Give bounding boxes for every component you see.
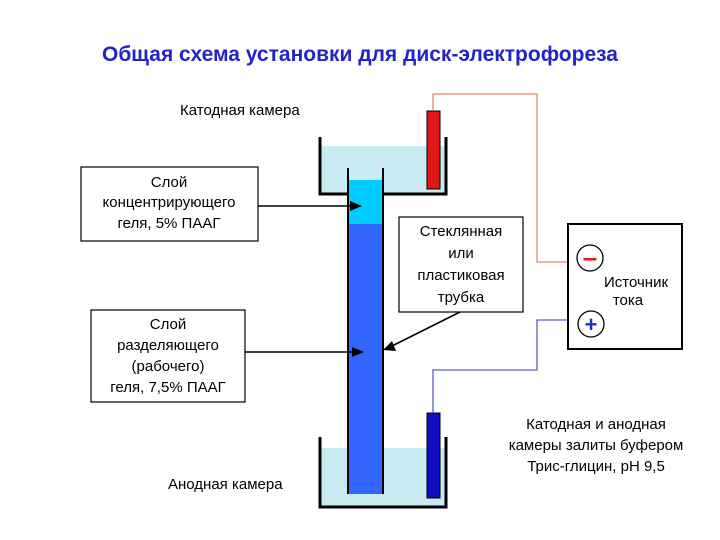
tube-label-box bbox=[398, 216, 524, 313]
resolving-gel-label-4: геля, 7,5% ПААГ bbox=[110, 379, 225, 396]
stacking-gel bbox=[349, 180, 382, 224]
tube-pointer bbox=[389, 311, 461, 348]
plus-sign: + bbox=[585, 312, 598, 337]
stacking-gel-arrowhead bbox=[350, 201, 362, 211]
stacking-gel-label-1: Слой bbox=[151, 174, 187, 191]
anode-wire bbox=[432, 319, 568, 413]
anode-chamber-label: Анодная камера bbox=[168, 476, 283, 493]
minus-terminal bbox=[576, 244, 604, 272]
tube-label-4: трубка bbox=[438, 289, 485, 306]
resolving-gel-arrowhead bbox=[352, 347, 364, 357]
buffer-note-line-1: Катодная и анодная bbox=[526, 416, 666, 433]
anode-electrode bbox=[426, 412, 441, 499]
power-source-label-1: Источник bbox=[604, 274, 668, 291]
resolving-gel-label-2: разделяющего bbox=[117, 337, 219, 354]
power-source: – + Источник тока bbox=[567, 223, 683, 350]
minus-sign: – bbox=[583, 242, 597, 272]
plus-terminal bbox=[577, 310, 605, 338]
cathode-chamber-label: Катодная камера bbox=[180, 102, 300, 119]
power-source-label-2: тока bbox=[613, 292, 644, 309]
resolving-gel-callout: Слой разделяющего (рабочего) геля, 7,5% … bbox=[90, 309, 364, 403]
tube-label-3: пластиковая bbox=[417, 267, 504, 284]
tube-arrowhead bbox=[383, 341, 396, 351]
stacking-gel-label-2: концентрирующего bbox=[103, 194, 236, 211]
resolving-gel-label-1: Слой bbox=[150, 316, 186, 333]
diagram-title: Общая схема установки для диск-электрофо… bbox=[102, 43, 618, 66]
cathode-electrode bbox=[426, 110, 441, 190]
cathode-wire bbox=[432, 93, 568, 263]
resolving-gel-label-3: (рабочего) bbox=[132, 358, 205, 375]
buffer-note-line-3: Трис-глицин, pH 9,5 bbox=[527, 458, 665, 475]
resolving-gel bbox=[349, 224, 382, 494]
stacking-gel-label-box bbox=[80, 166, 259, 242]
tube-label-2: или bbox=[448, 245, 474, 262]
buffer-note-line-2: камеры залиты буфером bbox=[509, 437, 684, 454]
stacking-gel-callout: Слой концентрирующего геля, 5% ПААГ bbox=[80, 166, 362, 242]
tube-label-1: Стеклянная bbox=[420, 223, 503, 240]
resolving-gel-label-box bbox=[90, 309, 246, 403]
gel-tube bbox=[347, 168, 384, 494]
tube-callout: Стеклянная или пластиковая трубка bbox=[383, 216, 524, 351]
anode-chamber-walls bbox=[318, 437, 448, 509]
stacking-gel-label-3: геля, 5% ПААГ bbox=[118, 215, 221, 232]
